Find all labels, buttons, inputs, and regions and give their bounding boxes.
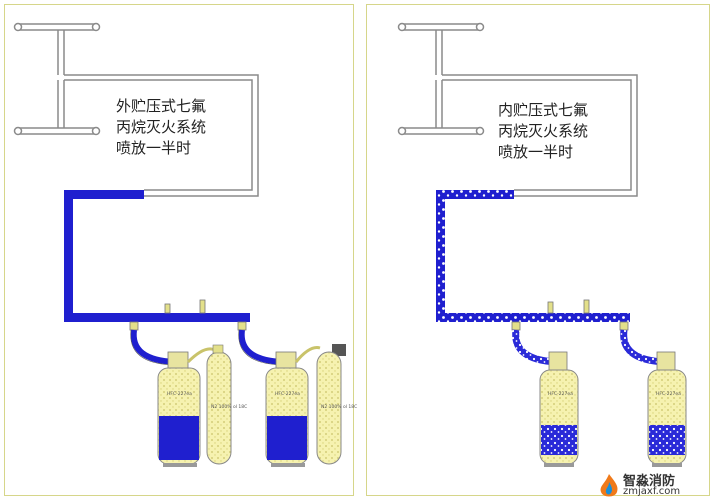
left-cylinder-set-1: [157, 344, 232, 467]
flame-logo-icon: [600, 474, 618, 497]
brand-url: zmjaxf.com: [623, 486, 681, 497]
svg-text:N2 100% ol 18C: N2 100% ol 18C: [321, 404, 357, 410]
right-cylinder-2: [647, 351, 687, 467]
left-hose-outline: [130, 329, 284, 366]
right-gray-pipe: [442, 74, 638, 197]
svg-text:HFC-227ea: HFC-227ea: [167, 391, 192, 397]
left-caption-line-2: 丙烷灭火系统: [116, 118, 207, 136]
left-cylinder-set-2: [265, 344, 346, 467]
left-blue-pipe: [64, 190, 250, 322]
right-caption-line-1: 内贮压式七氟: [498, 101, 589, 119]
left-caption-line-1: 外贮压式七氟: [116, 97, 207, 115]
left-nozzle-branches: [13, 22, 101, 136]
right-cylinder-1: [539, 351, 579, 467]
right-hoses: [512, 329, 666, 366]
left-tank-labels: HFC-227ea HFC-227ea N2 100% ol 18C N2 10…: [167, 391, 357, 410]
left-gray-pipe: [64, 74, 259, 197]
right-caption-line-2: 丙烷灭火系统: [498, 122, 589, 140]
right-bubble-pipe: [436, 190, 630, 322]
left-hoses: [130, 329, 284, 365]
right-tank-labels: HFC-227ea HFC-227ea: [548, 391, 681, 397]
right-caption-line-3: 喷放一半时: [498, 143, 574, 161]
right-caption: 内贮压式七氟 丙烷灭火系统 喷放一半时: [498, 100, 588, 163]
right-nozzle-branches: [397, 22, 485, 136]
svg-text:HFC-227ea: HFC-227ea: [548, 391, 573, 397]
left-caption-line-3: 喷放一半时: [116, 139, 192, 157]
svg-text:HFC-227ea: HFC-227ea: [275, 391, 300, 397]
left-manifold-valves: [129, 299, 247, 331]
svg-text:N2 100% ol 18C: N2 100% ol 18C: [211, 404, 247, 410]
svg-text:HFC-227ea: HFC-227ea: [656, 391, 681, 397]
brand-logo: 智淼消防 zmjaxf.com: [597, 470, 712, 502]
left-caption: 外贮压式七氟 丙烷灭火系统 喷放一半时: [116, 96, 206, 159]
brand-name: 智淼消防: [623, 474, 676, 489]
